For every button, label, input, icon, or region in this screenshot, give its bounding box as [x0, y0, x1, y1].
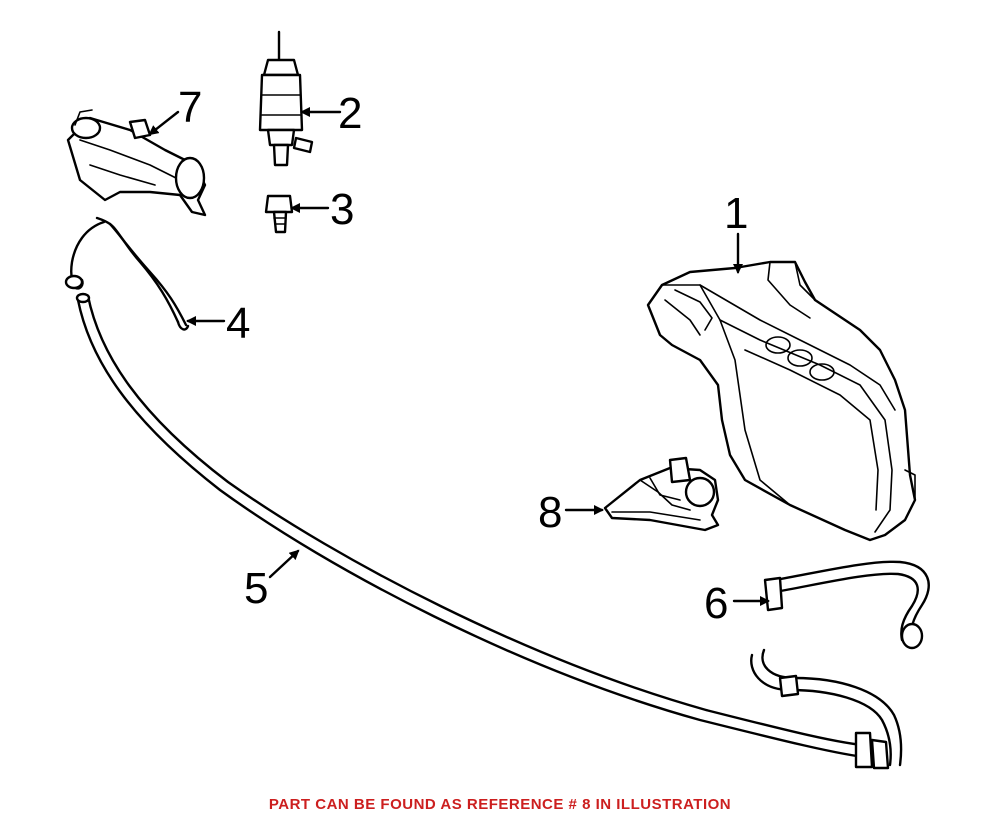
- part-5-return-hose: [750, 648, 903, 767]
- part-1-washer-reservoir: [646, 260, 917, 542]
- part-5-long-hose: [75, 292, 890, 770]
- leader-7: [148, 110, 180, 136]
- callout-1: 1: [724, 189, 748, 238]
- part-7-washer-nozzle: [66, 109, 207, 217]
- callout-5: 5: [244, 564, 268, 613]
- footer-note: PART CAN BE FOUND AS REFERENCE # 8 IN IL…: [268, 796, 732, 813]
- part-4-hose: [64, 216, 190, 331]
- callout-8: 8: [538, 488, 562, 537]
- callout-3: 3: [330, 185, 354, 234]
- callout-7: 7: [178, 83, 202, 132]
- callout-4: 4: [226, 299, 250, 348]
- part-2-washer-pump: [258, 30, 314, 167]
- callout-6: 6: [704, 579, 728, 628]
- leader-5: [268, 549, 300, 579]
- callout-2: 2: [338, 89, 362, 138]
- part-6-hose: [763, 560, 930, 650]
- part-8-washer-nozzle: [603, 456, 720, 532]
- part-3-grommet: [264, 194, 294, 234]
